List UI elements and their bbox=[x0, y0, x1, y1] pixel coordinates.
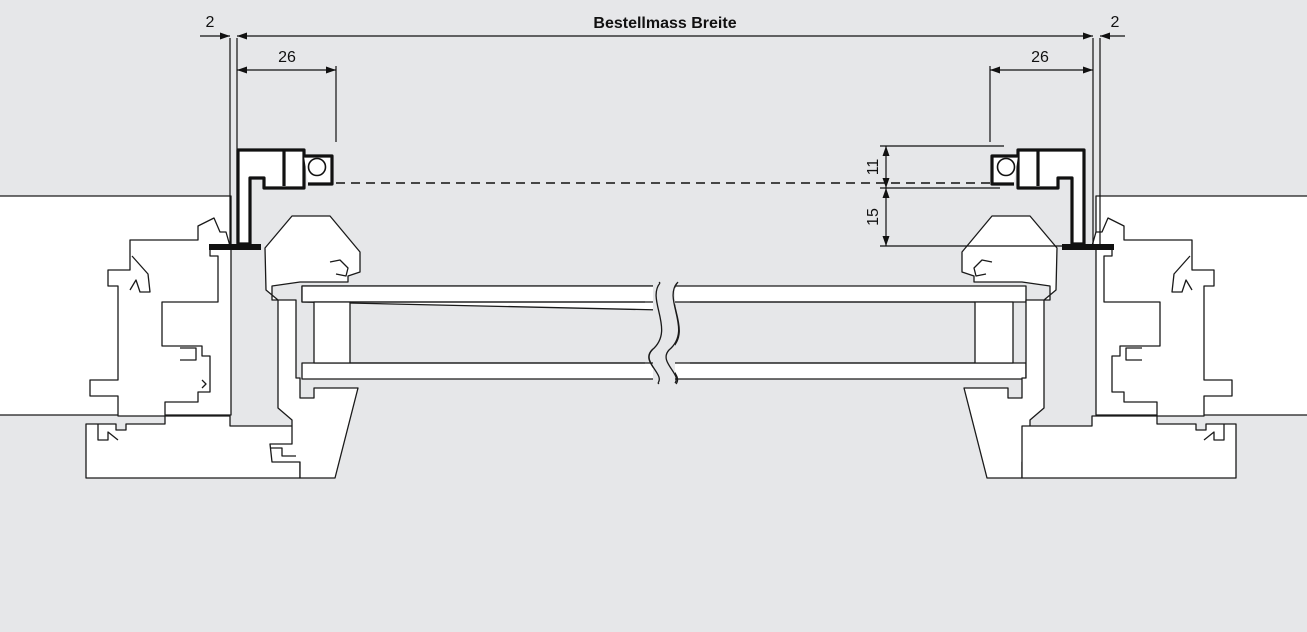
screen-frame-right bbox=[990, 38, 1114, 250]
dimension-overall-width: Bestellmass Breite bbox=[237, 15, 1093, 40]
screen-frame-left bbox=[209, 38, 334, 250]
dimension-depth-right: 26 bbox=[989, 49, 1093, 142]
dimension-gap-left: 2 bbox=[200, 14, 230, 40]
dimension-gap-right: 2 bbox=[1100, 14, 1125, 40]
height-top-label: 11 bbox=[865, 159, 882, 176]
glass-pane bbox=[301, 281, 1027, 385]
gap-right-label: 2 bbox=[1111, 14, 1120, 31]
dimension-height-stack: 11 15 bbox=[865, 145, 1064, 247]
depth-right-label: 26 bbox=[1031, 49, 1049, 66]
height-bottom-label: 15 bbox=[865, 208, 882, 226]
depth-left-label: 26 bbox=[278, 49, 296, 66]
dimension-depth-left: 26 bbox=[237, 49, 337, 142]
overall-width-label: Bestellmass Breite bbox=[593, 15, 736, 32]
sash-profile-left bbox=[264, 215, 361, 479]
gap-left-label: 2 bbox=[206, 14, 215, 31]
